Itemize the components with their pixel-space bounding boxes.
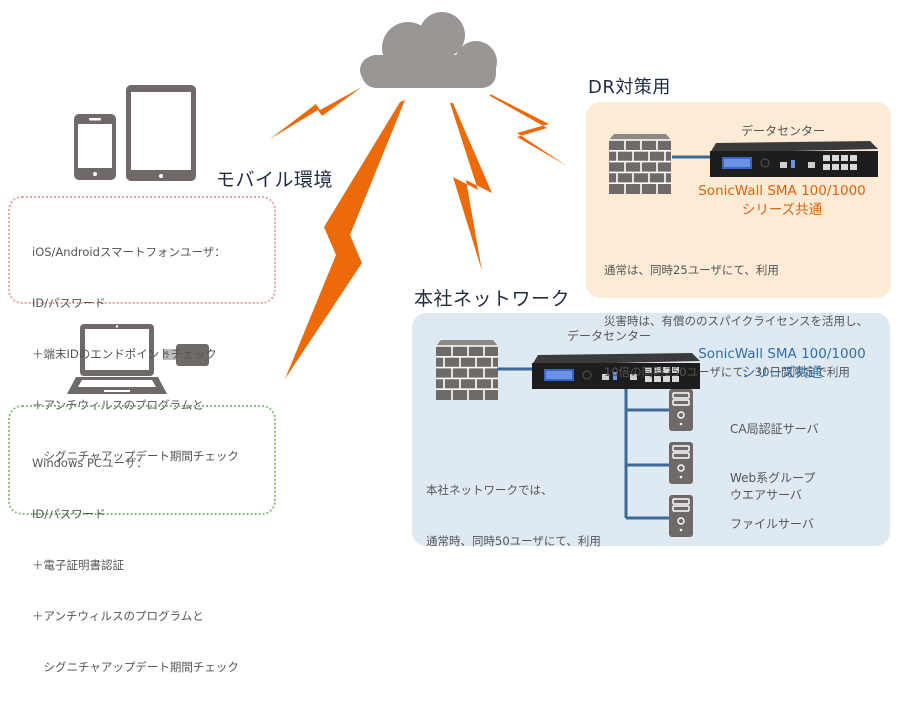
server-label-groupware: Web系グループ ウエアサーバ — [730, 471, 816, 502]
product-model: SonicWall SMA 100/1000 — [698, 346, 866, 362]
hq-product-name: SonicWall SMA 100/1000 シリーズ共通 — [692, 345, 872, 383]
dr-heading: DR対策用 — [588, 77, 671, 98]
requirement-line: シグニチャアップデート期間チェック — [32, 449, 239, 463]
product-series: シリーズ共通 — [741, 202, 823, 218]
requirement-line: ＋アンチウィルスのプログラムと — [32, 609, 204, 623]
lightning-icon — [285, 100, 405, 379]
smartphone-icon — [74, 114, 116, 180]
requirement-line: ＋電子証明書認証 — [32, 558, 124, 572]
usb-token-icon — [163, 344, 209, 366]
requirement-line: Windows PCユーザ： — [32, 456, 148, 470]
hq-heading: 本社ネットワーク — [414, 288, 571, 310]
server-icon — [669, 442, 693, 484]
server-icon — [669, 495, 693, 537]
pc-requirements-box: Windows PCユーザ： ID/パスワード ＋電子証明書認証 ＋アンチウィル… — [8, 405, 276, 674]
sma-appliance-icon — [710, 141, 878, 177]
hq-datacenter-label: データセンター — [567, 329, 652, 343]
lightning-icon — [450, 103, 492, 271]
diagram-graphics — [67, 12, 878, 537]
dr-datacenter-label: データセンター — [741, 124, 826, 138]
firewall-icon — [436, 340, 498, 400]
server-icon — [669, 389, 693, 431]
requirement-line: ＋端末IDのエンドポイントチェック — [32, 347, 217, 361]
usage-line: 通常は、同時25ユーザにて、利用 — [604, 263, 779, 277]
server-bus-line — [624, 378, 670, 520]
sma-appliance-icon — [532, 353, 700, 389]
dr-product-name: SonicWall SMA 100/1000 シリーズ共通 — [692, 182, 872, 220]
server-label-ca: CA局認証サーバ — [730, 422, 819, 436]
mobile-heading: モバイル環境 — [216, 169, 334, 191]
requirement-line: シグニチャアップデート期間チェック — [32, 660, 239, 674]
lightning-icon — [270, 87, 362, 139]
requirement-line: iOS/Androidスマートフォンユーザ： — [32, 245, 226, 259]
firewall-icon — [609, 134, 671, 194]
pc-requirements-text: Windows PCユーザ： ID/パスワード ＋電子証明書認証 ＋アンチウィル… — [32, 421, 239, 710]
lightning-icon — [490, 94, 567, 166]
product-series: シリーズ共通 — [741, 365, 823, 381]
tablet-icon — [126, 85, 196, 181]
cloud-icon — [360, 12, 497, 88]
product-model: SonicWall SMA 100/1000 — [698, 183, 866, 199]
usage-line: 本社ネットワークでは、 — [426, 483, 553, 497]
laptop-icon — [67, 324, 167, 394]
mobile-requirements-box: iOS/Androidスマートフォンユーザ： ID/パスワード ＋端末IDのエン… — [8, 196, 276, 463]
hq-usage-text: 本社ネットワークでは、 通常時、同時50ユーザにて、利用 — [426, 448, 601, 567]
usage-line: 通常時、同時50ユーザにて、利用 — [426, 534, 601, 548]
mobile-requirements-text: iOS/Androidスマートフォンユーザ： ID/パスワード ＋端末IDのエン… — [32, 210, 239, 499]
requirement-line: ID/パスワード — [32, 507, 106, 521]
requirement-line: ID/パスワード — [32, 296, 106, 310]
usage-line: 災害時は、有償ののスパイクライセンスを活用し、 — [604, 314, 869, 328]
server-label-file: ファイルサーバ — [730, 517, 814, 531]
usage-line: 10倍の同時250ユーザにて、30日間限定で利用 — [604, 365, 850, 379]
dr-usage-text: 通常は、同時25ユーザにて、利用 災害時は、有償ののスパイクライセンスを活用し、… — [604, 228, 868, 398]
